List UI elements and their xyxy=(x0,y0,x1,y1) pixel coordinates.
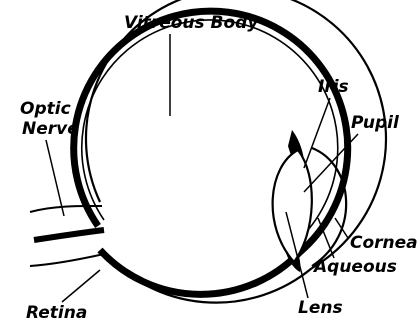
label-optic: Optic xyxy=(20,99,71,119)
optic-nerve-center xyxy=(34,230,104,240)
label-iris: Iris xyxy=(318,77,349,97)
label-aqueous: Aqueous xyxy=(312,257,397,277)
leader-retina xyxy=(62,270,100,302)
label-nerve: Nerve xyxy=(22,119,79,139)
label-lens: Lens xyxy=(298,298,343,318)
retina-band xyxy=(100,250,300,294)
label-pupil: Pupil xyxy=(351,113,400,133)
label-retina: Retina xyxy=(26,303,87,320)
label-vitreous-body: Vitreous Body xyxy=(124,13,259,33)
optic-nerve-lower xyxy=(30,254,104,266)
leader-optic-nerve xyxy=(46,140,64,216)
leader-cornea xyxy=(335,218,348,238)
label-cornea: Cornea xyxy=(350,233,418,253)
